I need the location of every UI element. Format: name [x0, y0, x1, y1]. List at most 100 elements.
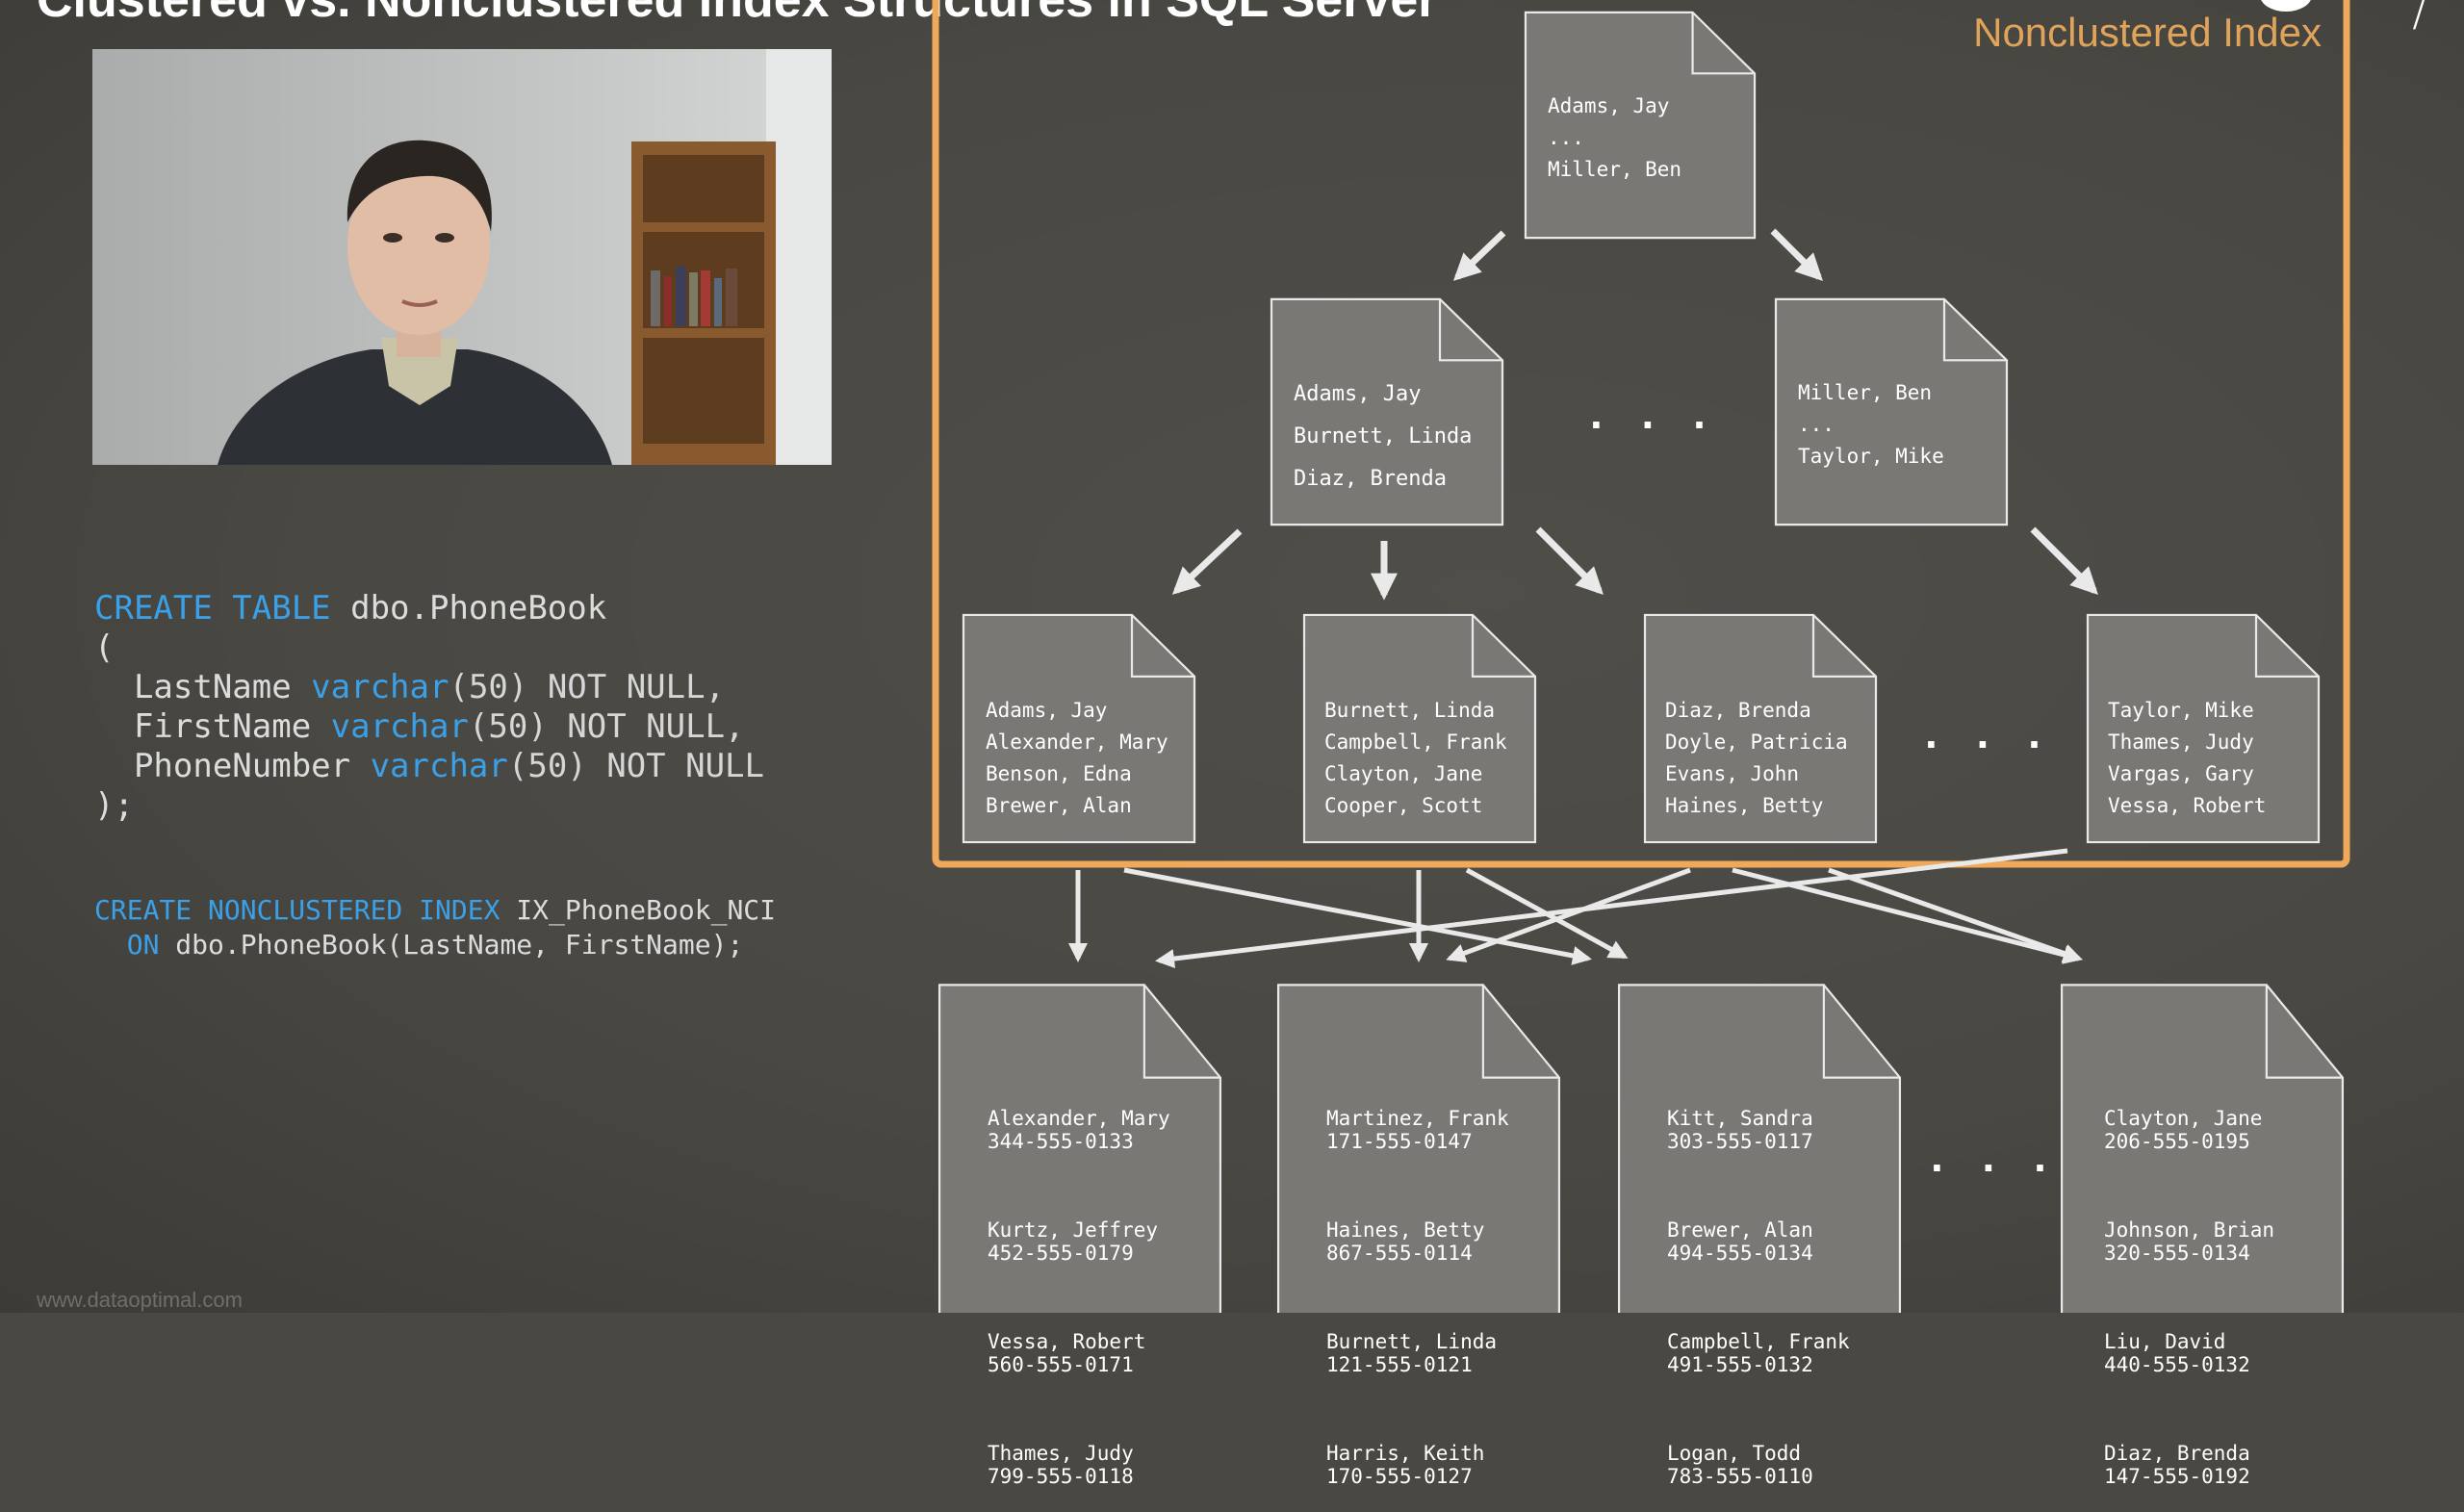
close-paren: ); — [94, 786, 134, 825]
row-phone: 491-555-0132 — [1667, 1353, 1813, 1376]
row-name: Harris, Keith — [1326, 1442, 1485, 1465]
row-phone: 171-555-0147 — [1326, 1130, 1473, 1153]
row-name: Martinez, Frank — [1326, 1107, 1509, 1130]
column-phonenumber-rest: (50) NOT NULL — [507, 747, 764, 785]
keyword-create-table: CREATE TABLE — [94, 589, 331, 628]
row-name: Vessa, Robert — [988, 1330, 1146, 1353]
presenter-video-frame — [92, 49, 832, 465]
pointer-arrow — [1828, 867, 2083, 963]
keyword-on: ON — [94, 929, 160, 961]
create-table-code: CREATE TABLE dbo.PhoneBook ( LastName va… — [94, 589, 764, 826]
leaf-page-1-text: Adams, Jay Alexander, Mary Benson, Edna … — [986, 699, 1168, 817]
row-name: Kurtz, Jeffrey — [988, 1218, 1159, 1242]
row-phone: 452-555-0179 — [988, 1242, 1134, 1265]
leaf-page-2-text: Burnett, Linda Campbell, Frank Clayton, … — [1324, 699, 1507, 817]
pointer-arrow — [1446, 867, 1691, 962]
row-name: Campbell, Frank — [1667, 1330, 1850, 1353]
row-name: Burnett, Linda — [1326, 1330, 1498, 1353]
intermediate-page-2-text: Miller, Ben ... Taylor, Mike — [1798, 381, 1944, 468]
pointer-arrow — [1155, 848, 2068, 969]
presenter — [218, 140, 612, 465]
column-lastname: LastName — [94, 668, 312, 706]
index-diagram — [932, 0, 2350, 1313]
arrow-int1-to-leaf3 — [1535, 526, 1604, 595]
type-varchar: varchar — [330, 707, 469, 746]
row-name: Diaz, Brenda — [2104, 1442, 2250, 1465]
index-name: IX_PhoneBook_NCI — [500, 894, 777, 926]
row-phone: 799-555-0118 — [988, 1465, 1134, 1488]
row-phone: 147-555-0192 — [2104, 1465, 2250, 1488]
row-name: Alexander, Mary — [988, 1107, 1170, 1130]
column-lastname-rest: (50) NOT NULL, — [449, 668, 726, 706]
leaf-page-4-text: Taylor, Mike Thames, Judy Vargas, Gary V… — [2108, 699, 2267, 817]
row-phone: 344-555-0133 — [988, 1130, 1134, 1153]
arrow-root-to-int1 — [1452, 230, 1506, 281]
row-phone: 320-555-0134 — [2104, 1242, 2250, 1265]
tree-arrows — [1171, 228, 2098, 601]
nonclustered-index-border — [932, 0, 2350, 868]
cursor-indicator — [2260, 0, 2312, 12]
row-phone: 494-555-0134 — [1667, 1242, 1813, 1265]
row-name: Brewer, Alan — [1667, 1218, 1813, 1242]
row-pointer-arrows — [1068, 848, 2083, 969]
create-index-code: CREATE NONCLUSTERED INDEX IX_PhoneBook_N… — [94, 893, 776, 962]
bookshelf — [631, 141, 776, 465]
row-name: Kitt, Sandra — [1667, 1107, 1813, 1130]
arrow-int1-to-leaf1 — [1171, 528, 1243, 595]
row-name: Logan, Todd — [1667, 1442, 1802, 1465]
row-name: Johnson, Brian — [2104, 1218, 2275, 1242]
column-phonenumber: PhoneNumber — [94, 747, 371, 785]
row-phone: 303-555-0117 — [1667, 1130, 1813, 1153]
keyword-create-index: CREATE NONCLUSTERED INDEX — [94, 894, 500, 926]
column-firstname: FirstName — [94, 707, 331, 746]
leaf-page-3-text: Diaz, Brenda Doyle, Patricia Evans, John… — [1665, 699, 1848, 817]
fullscreen-icon[interactable]: ⧸ — [2413, 0, 2427, 36]
index-target: dbo.PhoneBook(LastName, FirstName); — [159, 929, 744, 961]
nonclustered-index-label: Nonclustered Index — [1973, 10, 2322, 55]
pointer-arrow — [1123, 867, 1592, 965]
ellipsis-intermediate: . . . — [1590, 388, 1719, 438]
row-name: Haines, Betty — [1326, 1218, 1485, 1242]
row-phone: 867-555-0114 — [1326, 1242, 1473, 1265]
presenter-webcam — [92, 49, 832, 465]
type-varchar: varchar — [311, 668, 449, 706]
arrow-root-to-int2 — [1770, 228, 1823, 281]
ellipsis-data-pages: . . . — [1931, 1131, 2060, 1181]
watermark: www.dataoptimal.com — [37, 1288, 243, 1312]
row-phone: 440-555-0132 — [2104, 1353, 2250, 1376]
row-phone: 783-555-0110 — [1667, 1465, 1813, 1488]
table-name: dbo.PhoneBook — [330, 589, 607, 628]
intermediate-page-1-text: Adams, Jay Burnett, Linda Diaz, Brenda — [1294, 382, 1473, 491]
row-phone: 560-555-0171 — [988, 1353, 1134, 1376]
ellipsis-leaf: . . . — [1925, 707, 2054, 757]
row-phone: 170-555-0127 — [1326, 1465, 1473, 1488]
row-phone: 206-555-0195 — [2104, 1130, 2250, 1153]
row-phone: 121-555-0121 — [1326, 1353, 1473, 1376]
row-name: Clayton, Jane — [2104, 1107, 2263, 1130]
arrow-int2-to-leaf4 — [2030, 526, 2098, 595]
type-varchar: varchar — [370, 747, 508, 785]
slide-title: Clustered vs. Nonclustered Index Structu… — [37, 0, 1438, 28]
root-page-text: Adams, Jay ... Miller, Ben — [1548, 94, 1682, 181]
column-firstname-rest: (50) NOT NULL, — [468, 707, 745, 746]
